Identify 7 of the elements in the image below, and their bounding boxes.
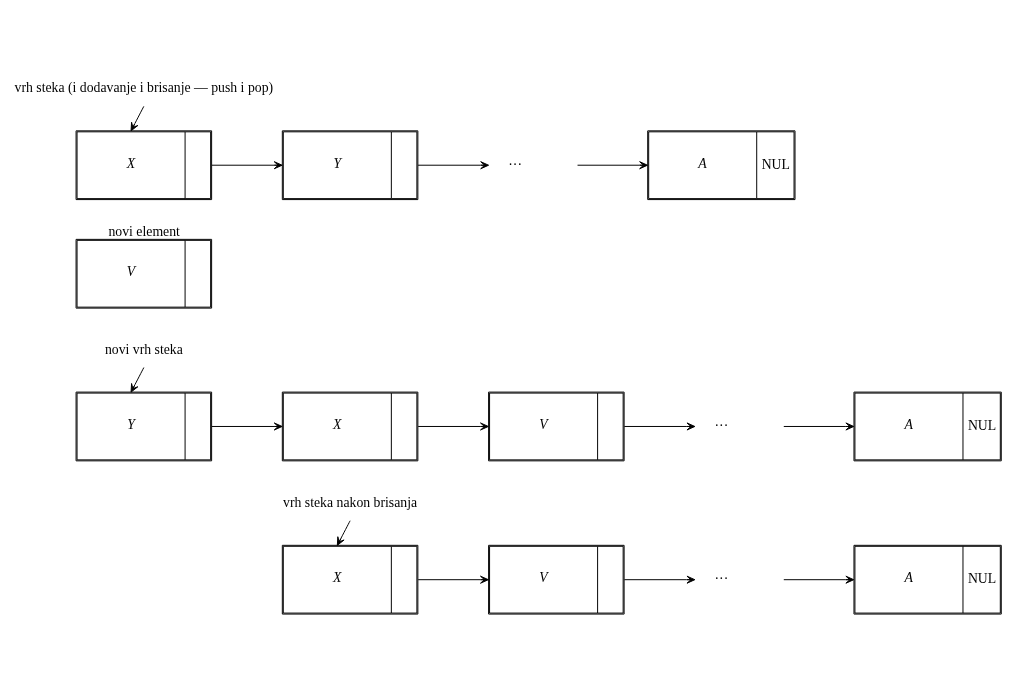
- node-label: novi element: [108, 223, 180, 239]
- node-text: ···: [714, 570, 729, 586]
- node-text: novi vrh steka: [104, 341, 183, 356]
- node-text: ···: [714, 417, 729, 433]
- node-text: ···: [508, 156, 522, 172]
- node-text: vrh steka nakon brisanja: [283, 494, 418, 510]
- node-text: vrh steka (i dodavanje i brisanje — push i pop): [14, 79, 274, 95]
